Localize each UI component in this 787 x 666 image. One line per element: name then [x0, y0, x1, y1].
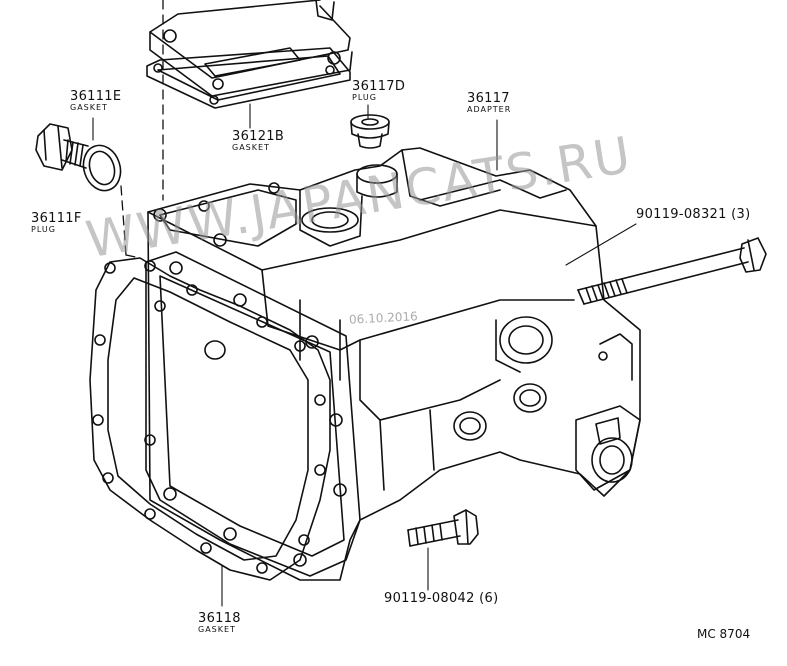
drain-plug-left	[35, 123, 89, 171]
gasket-ring-left	[82, 144, 122, 192]
label-36118[interactable]: 36118 GASKET	[198, 612, 241, 634]
part-number: 36111E	[70, 89, 122, 104]
diagram-code: MC 8704	[697, 627, 751, 641]
part-number: 36111F	[31, 211, 82, 226]
part-number: 36118	[198, 611, 241, 626]
part-name: GASKET	[198, 625, 236, 634]
short-bolt	[407, 509, 479, 547]
long-bolt	[577, 237, 767, 305]
label-36117[interactable]: 36117 ADAPTER	[467, 92, 511, 114]
part-name: PLUG	[352, 93, 377, 102]
bell-housing-gasket	[89, 257, 331, 581]
part-number: 90119-08042 (6)	[384, 591, 499, 606]
label-36111e[interactable]: 36111E GASKET	[70, 90, 121, 112]
part-name: PLUG	[31, 225, 56, 234]
part-name: ADAPTER	[467, 105, 512, 114]
assembly-dash-lines	[120, 0, 164, 259]
part-number: 90119-08321 (3)	[636, 207, 751, 222]
part-number: 36117D	[352, 79, 406, 94]
label-36111f[interactable]: 36111F PLUG	[31, 212, 82, 234]
label-90119-08321[interactable]: 90119-08321 (3)	[636, 208, 750, 221]
leader-lines	[92, 103, 637, 607]
label-36117d[interactable]: 36117D PLUG	[352, 80, 405, 102]
label-36121b[interactable]: 36121B GASKET	[232, 130, 284, 152]
part-name: GASKET	[232, 143, 270, 152]
label-90119-08042[interactable]: 90119-08042 (6)	[384, 592, 498, 605]
cover-gasket	[146, 47, 351, 109]
part-name: GASKET	[70, 103, 108, 112]
part-number: 36117	[467, 91, 510, 106]
part-number: 36121B	[232, 129, 285, 144]
transmission-case	[145, 147, 641, 581]
plug-top	[350, 114, 390, 149]
